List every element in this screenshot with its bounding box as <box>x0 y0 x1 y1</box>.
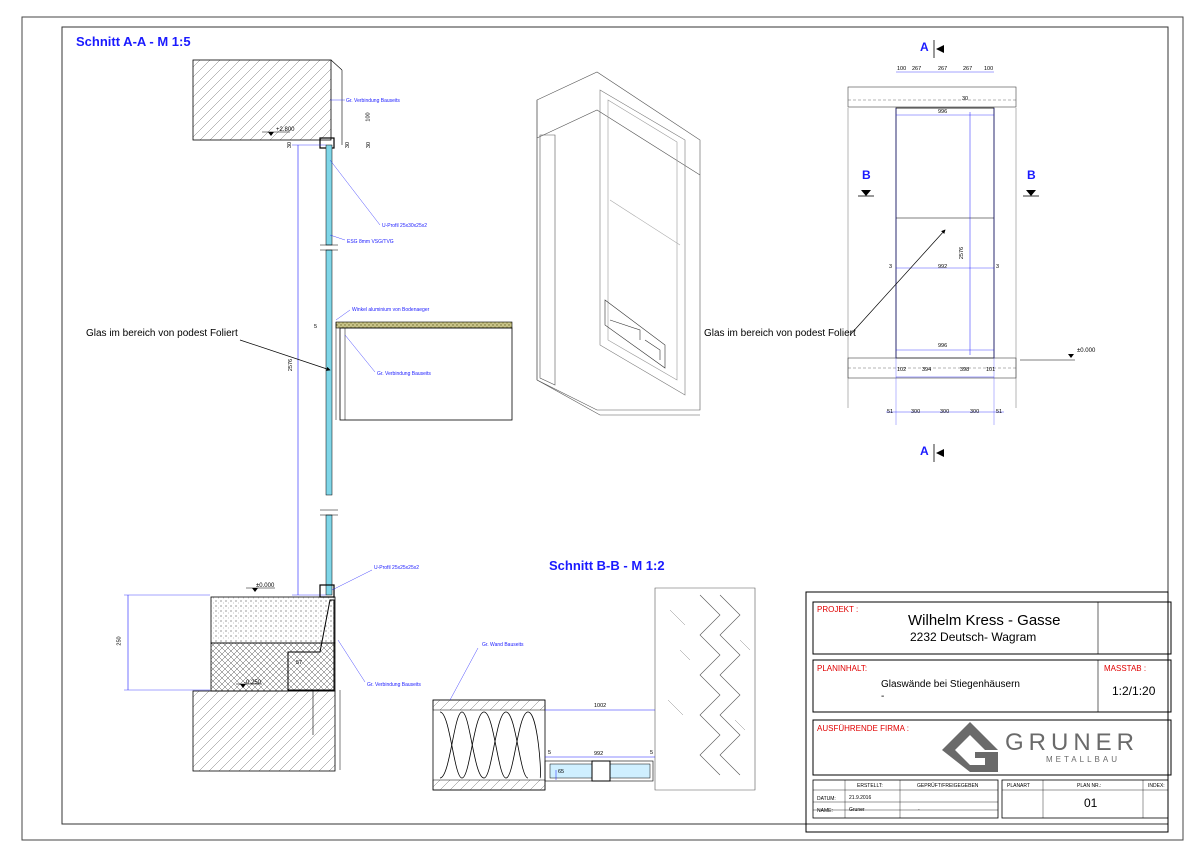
masstab-label: MASSTAB : <box>1104 664 1147 673</box>
datum-label: DATUM: <box>817 796 836 802</box>
planinhalt-label: PLANINHALT: <box>817 664 868 673</box>
glass-panel-elevation <box>895 107 995 359</box>
dim-el-2576: 2576 <box>959 246 966 260</box>
erstellt-label: ERSTELLT: <box>857 783 883 789</box>
index-label: INDEX: <box>1148 783 1165 789</box>
project-address: 2232 Deutsch- Wagram <box>910 630 1037 644</box>
inner-frame <box>61 26 1169 825</box>
dim-bb-65: 65 <box>558 769 565 775</box>
dim-el-row2-2: 300 <box>940 409 950 415</box>
label-bauseits-bb: Gr. Wand Bauseits <box>482 642 524 648</box>
elevation-bottom: -0.250 <box>244 680 262 686</box>
plan-nr-label: PLAN NR.: <box>1077 783 1102 789</box>
floor-insulation <box>210 642 336 692</box>
bottom-u-profile <box>319 584 335 598</box>
label-bauseits-bottom: Gr. Verbindung Bauseits <box>367 682 421 688</box>
elevation-view <box>847 40 1075 462</box>
elevation-right: ±0.000 <box>1077 348 1096 354</box>
plan-nr-value: 01 <box>1084 796 1098 810</box>
gruner-logo-icon <box>942 722 998 772</box>
isometric-view <box>536 71 701 416</box>
dim-aa-30c: 30 <box>366 141 373 149</box>
plan-content: Glaswände bei Stiegenhäusern <box>881 679 1020 690</box>
dim-el-30: 30 <box>962 96 969 102</box>
floor-slab <box>192 690 336 772</box>
dim-el-top-1: 267 <box>912 66 922 72</box>
section-aa-drawing <box>124 59 513 772</box>
dim-el-row2-0: 51 <box>887 409 894 415</box>
name-value-2: - <box>918 807 920 813</box>
section-marker-a-top: A <box>920 40 929 54</box>
dim-el-row1-0: 102 <box>897 367 907 373</box>
floor-screed <box>210 596 336 644</box>
projekt-label: PROJEKT : <box>817 605 859 614</box>
glass-pane-lower <box>325 514 333 596</box>
dim-el-row2-3: 300 <box>970 409 980 415</box>
landing-slab <box>339 327 513 421</box>
dim-aa-5: 5 <box>314 324 318 330</box>
dim-el-top-0: 100 <box>897 66 907 72</box>
dim-el-row1-1: 394 <box>922 367 932 373</box>
plan-content-sub: - <box>881 691 885 702</box>
scale-value: 1:2/1:20 <box>1112 684 1156 698</box>
section-marker-a-bottom: A <box>920 444 929 458</box>
project-name: Wilhelm Kress - Gasse <box>908 612 1061 629</box>
dim-el-row2-4: 51 <box>996 409 1003 415</box>
dim-el-top-2: 267 <box>938 66 948 72</box>
elevation-top: +2.800 <box>276 127 295 133</box>
name-value: Gruner <box>849 807 865 813</box>
logo-text: GRUNER <box>1005 729 1140 756</box>
dim-bb-5b: 5 <box>650 750 654 756</box>
dim-el-top-4: 100 <box>984 66 994 72</box>
glass-pane-middle <box>325 249 333 496</box>
ceiling-slab <box>192 59 332 141</box>
outer-frame <box>21 16 1184 841</box>
label-bauseits-top: Gr. Verbindung Bauseits <box>346 98 400 104</box>
title-block-frame <box>805 591 1172 833</box>
glass-foil-note-right: Glas im bereich von podest Foliert <box>704 328 856 339</box>
dim-el-992: 992 <box>938 264 948 270</box>
dim-el-3b: 3 <box>996 264 1000 270</box>
section-bb-drawing <box>432 587 756 791</box>
elevation-mid: ±0.000 <box>256 583 275 589</box>
dim-el-3a: 3 <box>889 264 893 270</box>
glass-foil-note-left: Glas im bereich von podest Foliert <box>86 328 238 339</box>
dim-aa-100: 100 <box>365 112 372 122</box>
label-profil-bottom: U-Profil 25x25x25x2 <box>374 565 420 571</box>
label-glass-spec: ESG 8mm VSG/TVG <box>347 239 394 245</box>
logo-subtext: METALLBAU <box>1046 755 1120 764</box>
datum-value: 21.9.2016 <box>849 795 872 801</box>
name-label: NAME: <box>817 808 833 814</box>
dim-el-row1-2: 398 <box>960 367 970 373</box>
planart-label: PLANART <box>1007 783 1030 789</box>
firma-label: AUSFÜHRENDE FIRMA : <box>817 724 910 733</box>
label-bauseits-mid: Gr. Verbindung Bauseits <box>377 371 431 377</box>
landing-covering <box>335 321 513 329</box>
dim-bb-1002: 1002 <box>594 703 607 709</box>
dim-el-996-top: 996 <box>938 109 948 115</box>
dim-bb-5a: 5 <box>548 750 552 756</box>
dim-aa-total: 2576 <box>288 358 295 372</box>
section-marker-b-left: B <box>862 168 871 182</box>
label-profil-top: U-Profil 25x30x25x2 <box>382 223 428 229</box>
label-aluminium: Winkel aluminium von Bodenaeger <box>352 307 430 313</box>
section-bb-title: Schnitt B-B - M 1:2 <box>549 558 665 573</box>
dim-bb-992: 992 <box>594 751 604 757</box>
dim-aa-250: 250 <box>116 636 123 646</box>
geprueft-label: GEPRÜFT/FREIGEGEBEN <box>917 783 979 789</box>
dim-el-row2-1: 300 <box>911 409 921 415</box>
dim-el-996-bottom: 996 <box>938 343 948 349</box>
dim-aa-30b: 30 <box>345 141 352 149</box>
dim-el-row1-3: 101 <box>986 367 996 373</box>
section-marker-b-right: B <box>1027 168 1036 182</box>
dim-aa-30a: 30 <box>287 141 294 149</box>
dim-aa-57: 57 <box>296 660 303 666</box>
glass-pane-upper <box>325 144 333 246</box>
dim-el-top-3: 267 <box>963 66 973 72</box>
section-aa-title: Schnitt A-A - M 1:5 <box>76 34 191 49</box>
